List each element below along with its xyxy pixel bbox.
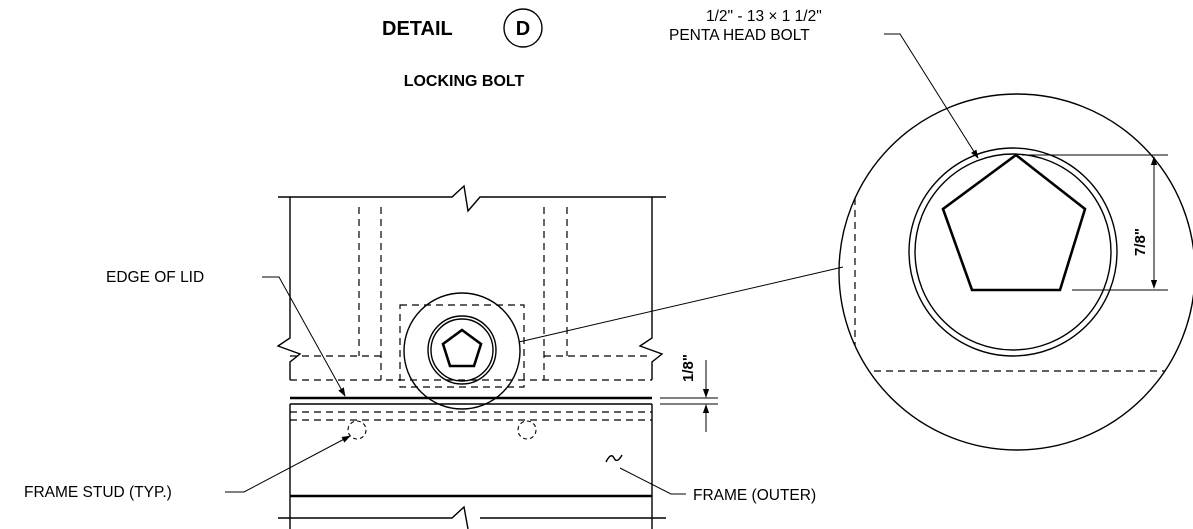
- bolt-washer-inner: [430, 318, 494, 382]
- leader-line: [619, 467, 686, 495]
- top-break-line: [278, 184, 666, 213]
- gap-dim-text: 1/8": [680, 354, 697, 382]
- bolt-callout-line2: PENTA HEAD BOLT: [669, 27, 810, 44]
- frame-stud-callout: FRAME STUD (TYP.): [24, 435, 351, 501]
- bolt-washer-large: [908, 147, 1118, 357]
- bolt-head-large: [941, 153, 1087, 292]
- gap-dimension: 1/8": [660, 354, 718, 432]
- leader-line: [884, 33, 979, 159]
- detail-title: DETAIL D LOCKING BOLT: [382, 8, 543, 90]
- enlarged-circle: [838, 93, 1193, 451]
- bolt-head-small: [441, 328, 483, 368]
- detail-circle: [403, 292, 521, 410]
- leader-line: [225, 435, 351, 493]
- frame-stud-label: FRAME STUD (TYP.): [24, 484, 172, 501]
- section-mark: [605, 454, 623, 463]
- frame-outer-callout: FRAME (OUTER): [619, 467, 816, 504]
- enlarged-detail: 7/8": [838, 93, 1193, 451]
- bolt-dim-text: 7/8": [1132, 228, 1149, 256]
- lid-right-edge: [638, 197, 664, 380]
- lid-elevation: [276, 184, 666, 529]
- detail-subtitle: LOCKING BOLT: [404, 73, 525, 90]
- detail-letter: D: [516, 18, 530, 40]
- lid-left-edge: [276, 197, 302, 380]
- edge-of-lid-callout: EDGE OF LID: [106, 269, 346, 397]
- bolt-washer: [427, 315, 497, 385]
- bolt-callout: 1/2" - 13 × 1 1/2" PENTA HEAD BOLT: [669, 8, 979, 159]
- bolt-pocket: [399, 304, 525, 388]
- bolt-callout-line1: 1/2" - 13 × 1 1/2": [706, 8, 822, 25]
- leader-line: [262, 276, 346, 397]
- frame-stud: [517, 420, 537, 440]
- frame-outer-label: FRAME (OUTER): [693, 487, 816, 504]
- bolt-washer-large-inner: [914, 153, 1112, 351]
- detail-bubble: [503, 8, 543, 48]
- detail-label: DETAIL: [382, 18, 453, 40]
- detail-connector-line: [518, 266, 844, 343]
- frame-stud: [347, 420, 367, 440]
- bottom-break-line: [278, 505, 469, 529]
- edge-of-lid-label: EDGE OF LID: [106, 269, 204, 286]
